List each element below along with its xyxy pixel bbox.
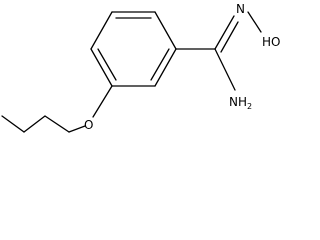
butoxy-chain: O [1, 85, 113, 133]
ether-oxygen-label: O [84, 118, 93, 132]
ring-bond-top-left [90, 11, 113, 50]
n-o-bond [247, 11, 262, 33]
amine-subscript-label: 2 [247, 102, 252, 111]
structure-canvas: N HO N H 2 O [1, 2, 280, 133]
ring-bond-bottom-right [154, 48, 177, 87]
ring-double-bond-left [97, 48, 117, 81]
c2-c3-bond [23, 115, 46, 133]
c3-c4-bond [1, 115, 25, 133]
c-n-double-bond-a [214, 15, 235, 50]
oxime-nitrogen-label: N [236, 2, 245, 16]
benzene-ring [90, 11, 177, 87]
c1-c2-bond [44, 115, 70, 133]
ring-bond-top-right [154, 11, 177, 50]
amine-nitrogen-label: N [229, 95, 238, 109]
molecule-drawing: N HO N H 2 O [1, 2, 280, 133]
ring-to-oxygen-bond [92, 85, 113, 118]
amidoxime-group: N HO N H 2 [175, 2, 280, 111]
ring-bond-bottom-left [90, 48, 113, 87]
amine-hydrogen-label: H [238, 95, 247, 109]
c-nh2-bond [214, 48, 236, 91]
c-n-double-bond-b [220, 21, 239, 53]
ring-double-bond-right [150, 48, 170, 81]
oxygen-to-c1-bond [68, 125, 86, 133]
hydroxyl-label: HO [262, 35, 280, 49]
